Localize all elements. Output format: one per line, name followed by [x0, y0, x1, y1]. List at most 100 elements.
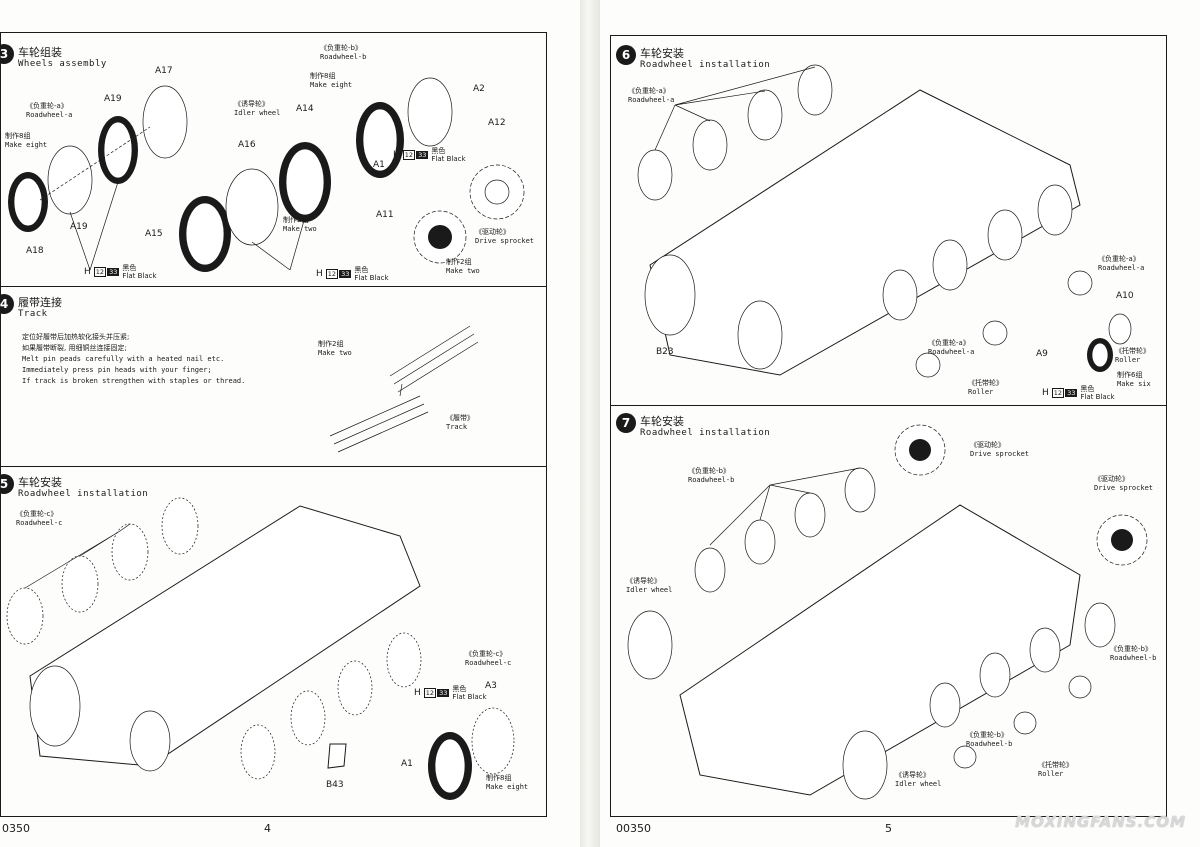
- step3-section: 3 车轮组装 Wheels assembly: [0, 32, 547, 286]
- step6-title-en: Roadwheel installation: [640, 60, 771, 70]
- step6-title-cn: 车轮安装: [640, 47, 684, 60]
- roadwheel-b-5: [929, 682, 961, 728]
- left-page-number: 4: [264, 822, 271, 835]
- right-page-code: 00350: [616, 822, 651, 835]
- step6-number: 6: [616, 45, 636, 65]
- roadwheel-a-label-3: 《负重轮-a》Roadwheel-a: [928, 339, 975, 356]
- roadwheel-b-a2-hub: [407, 77, 453, 147]
- idler-a16-disc: [225, 168, 279, 246]
- roadwheel-a-axis: [39, 126, 151, 201]
- idler-wheel-label-2: 《诱导轮》Idler wheel: [895, 771, 942, 788]
- part-a14: A14: [296, 104, 314, 114]
- step4-number: 4: [0, 294, 14, 314]
- step3-divider: [0, 286, 547, 287]
- roller-label-1: 《托带轮》Roller: [968, 379, 1003, 396]
- roadwheel-a-5: [882, 269, 918, 321]
- idler-wheel-left: [627, 610, 673, 680]
- roadwheel-b-3: [794, 492, 826, 538]
- sprocket-a11-hub: [428, 225, 452, 249]
- part-a2: A2: [473, 84, 485, 94]
- page-gutter: [580, 0, 600, 847]
- roadwheel-a-label-1: 《负重轮-a》Roadwheel-a: [628, 87, 675, 104]
- hull-rear-idler: [129, 710, 171, 772]
- idler-a15-rim: [185, 202, 225, 266]
- roadwheel-c-6: [290, 690, 326, 746]
- step5-section: 5 车轮安装 Roadwheel installation 《负重轮-c》Roa…: [0, 466, 547, 817]
- roadwheel-b-8: [1084, 602, 1116, 648]
- roadwheel-c-5: [240, 724, 276, 780]
- right-page: 6 车轮安装 Roadwheel installation 《负重轮-a: [600, 0, 1200, 847]
- step7-title-en: Roadwheel installation: [640, 428, 771, 438]
- roadwheel-a-8: [1037, 184, 1073, 236]
- step3-number: 3: [0, 44, 14, 64]
- track-label: 《履带》Track: [446, 414, 474, 431]
- roadwheel-b-6: [979, 652, 1011, 698]
- part-a19-bottom: A19: [70, 222, 88, 232]
- roadwheel-c-label-1: 《负重轮-c》Roadwheel-c: [16, 510, 63, 527]
- step6-hull-diagram: [637, 64, 1132, 378]
- drive-sprocket-label: 《驱动轮》Drive sprocket: [475, 228, 535, 245]
- step7-title-cn: 车轮安装: [640, 415, 684, 428]
- left-page-code: 0350: [2, 822, 30, 835]
- note-cn-2: 如果履带断裂, 用细铜丝连接固定;: [22, 344, 127, 352]
- step4-title-en: Track: [18, 309, 48, 319]
- roadwheel-a17-hub: [142, 85, 188, 159]
- step3-title-en: Wheels assembly: [18, 59, 107, 69]
- roadwheel-a-4: [797, 64, 833, 116]
- part-a19-top: A19: [104, 94, 122, 104]
- drive-sprocket-label-1: 《驱动轮》Drive sprocket: [970, 441, 1030, 458]
- roller-label-2: 《托带轮》Roller: [1115, 347, 1150, 364]
- roadwheel-a-1: [637, 149, 673, 201]
- idler-wheel-label-1: 《诱导轮》Idler wheel: [626, 577, 673, 594]
- roadwheel-b-a1-rim: [362, 108, 398, 172]
- roller-1: [915, 352, 941, 378]
- hull-front-drive: [29, 665, 81, 747]
- step6-divider: [610, 405, 1167, 406]
- part-a17: A17: [155, 66, 173, 76]
- roadwheel-a18-rim: [13, 177, 43, 227]
- roadwheel-c-1: [6, 587, 44, 645]
- part-b43: B43: [326, 780, 344, 790]
- paint-leaders: [69, 181, 306, 271]
- track-instructions: 定位好履带后加热软化接头并压紧; 如果履带断裂, 用细铜丝连接固定; Melt …: [22, 332, 245, 387]
- roadwheel-c-8: [386, 632, 422, 688]
- track-joint-arrow: [399, 383, 403, 397]
- left-page-frame: [0, 32, 547, 817]
- part-a18: A18: [26, 246, 44, 256]
- part-a9: A9: [1036, 349, 1048, 359]
- roadwheel-b-leaders: [709, 467, 861, 546]
- hull-body: [29, 505, 421, 767]
- wheels-assembly-diagram: [8, 77, 525, 272]
- roller-a9-rim: [1091, 342, 1109, 368]
- roadwheel-a-leaders: [654, 66, 816, 151]
- roller-a10: [1108, 313, 1132, 345]
- roller-2: [982, 320, 1008, 346]
- roadwheel-a-2: [692, 119, 728, 171]
- part-b23: B23: [656, 347, 674, 357]
- track-links-diagram: [329, 325, 479, 453]
- step7-section: 7 车轮安装 Roadwheel installation: [610, 405, 1167, 817]
- idler-wheel-bottom: [842, 730, 888, 800]
- step4-title-cn: 履带连接: [18, 296, 62, 309]
- site-watermark: MOXINGFANS.COM: [1015, 813, 1186, 831]
- roller-3: [1067, 270, 1093, 296]
- roadwheel-a19-rim: [103, 121, 133, 179]
- hull-body: [679, 504, 1081, 796]
- roadwheel-b-2: [744, 519, 776, 565]
- roadwheel-a-label-2: 《负重轮-a》Roadwheel-a: [1098, 255, 1145, 272]
- note-en-3: If track is broken strengthen with stapl…: [22, 377, 246, 385]
- step5-number: 5: [0, 474, 14, 494]
- roadwheel-a-6: [932, 239, 968, 291]
- right-page-number: 5: [885, 822, 892, 835]
- part-a11: A11: [376, 210, 394, 220]
- roller-3: [953, 745, 977, 769]
- roadwheel-b-label-3: 《负重轮-b》Roadwheel-b: [966, 731, 1013, 748]
- step5-title-cn: 车轮安装: [18, 476, 62, 489]
- step7-number: 7: [616, 413, 636, 433]
